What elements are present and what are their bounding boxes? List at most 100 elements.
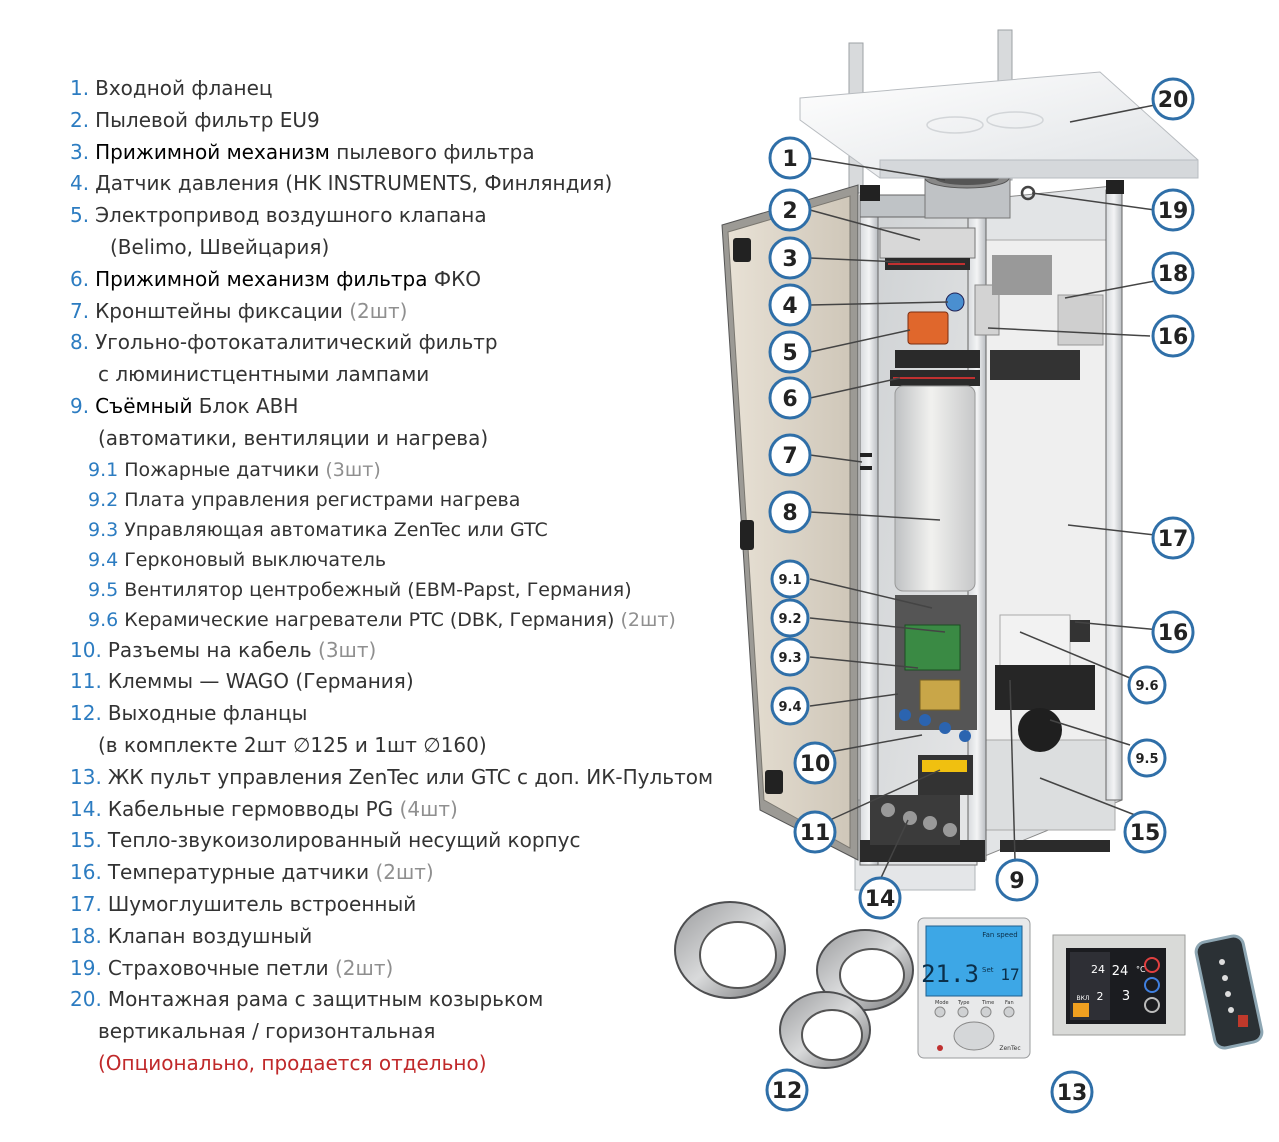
legend-text: Выходные фланцы — [107, 701, 308, 726]
callout-5: 5 — [768, 330, 812, 374]
legend-num: 9.5 — [88, 578, 119, 601]
legend-item-continuation: с люминистцентными лампами — [98, 362, 430, 387]
legend-text: Тепло-звукоизолированный несущий корпус — [107, 828, 581, 853]
legend-text: Температурные датчики — [107, 860, 376, 885]
svg-text:3: 3 — [782, 247, 797, 272]
svg-text:9: 9 — [1009, 869, 1024, 894]
legend-item: 14.Кабельные гермовводы PG (4шт) — [70, 794, 750, 826]
controller-brand: ZenTec — [999, 1045, 1020, 1052]
panel-temp2: 24 — [1112, 964, 1129, 979]
legend-num: 18. — [70, 923, 102, 948]
svg-text:17: 17 — [1158, 527, 1189, 552]
callout-1: 1 — [768, 136, 812, 180]
callout-2: 2 — [768, 188, 812, 232]
legend-text: Шумоглушитель встроенный — [107, 891, 417, 916]
legend-item: 1.Входной фланец — [70, 73, 750, 105]
legend-paren: (2шт) — [335, 955, 394, 980]
svg-text:12: 12 — [772, 1079, 803, 1104]
svg-text:9.5: 9.5 — [1135, 752, 1158, 767]
legend-text: Пылевой фильтр EU9 — [95, 107, 320, 132]
svg-text:9.2: 9.2 — [778, 612, 801, 627]
legend-paren: (4шт) — [399, 796, 458, 821]
legend-num: 5. — [70, 203, 90, 228]
legend-item: 19.Страховочные петли (2шт) — [70, 953, 750, 985]
callout-14: 14 — [858, 876, 902, 920]
legend-item: 18.Клапан воздушный — [70, 921, 750, 953]
svg-text:16: 16 — [1158, 621, 1189, 646]
callout-16-lower: 16 — [1151, 610, 1195, 654]
callout-9-2: 9.2 — [770, 598, 810, 638]
svg-text:13: 13 — [1057, 1081, 1088, 1106]
svg-text:7: 7 — [782, 444, 797, 469]
legend-text: Герконовый выключатель — [124, 548, 387, 571]
legend-text: ФКО — [427, 266, 482, 291]
legend-num: 9.6 — [88, 608, 119, 631]
legend-item: 2.Пылевой фильтр EU9 — [70, 105, 750, 137]
legend-num: 10. — [70, 637, 102, 662]
legend-text: Клеммы — WAGO (Германия) — [107, 669, 414, 694]
legend-paren: (2шт) — [349, 298, 408, 323]
legend-text: Электропривод воздушного клапана — [95, 203, 487, 228]
svg-text:1: 1 — [782, 147, 797, 172]
callout-3: 3 — [768, 236, 812, 280]
callout-15: 15 — [1123, 810, 1167, 854]
legend-text: Угольно-фотокаталитический фильтр — [95, 330, 498, 355]
legend-num: 19. — [70, 955, 102, 980]
legend-num: 2. — [70, 107, 90, 132]
legend-item: 13.ЖК пульт управления ZenTec или GTC с … — [70, 762, 750, 794]
legend-item: 17.Шумоглушитель встроенный — [70, 889, 750, 921]
legend-text: ЖК пульт управления ZenTec или GTC с доп… — [107, 764, 714, 789]
svg-text:11: 11 — [800, 821, 831, 846]
callout-6: 6 — [768, 376, 812, 420]
svg-text:14: 14 — [865, 887, 896, 912]
legend-item: 7.Кронштейны фиксации (2шт) — [70, 296, 750, 328]
ir-remote — [1194, 934, 1264, 1050]
callout-8: 8 — [768, 490, 812, 534]
callout-11: 11 — [793, 810, 837, 854]
legend-num: 9.4 — [88, 548, 119, 571]
svg-text:6: 6 — [782, 387, 797, 412]
svg-text:4: 4 — [782, 294, 797, 319]
legend-num: 9.3 — [88, 518, 119, 541]
legend-num: 8. — [70, 330, 90, 355]
legend-text: Клапан воздушный — [107, 923, 313, 948]
panel-unit: °C — [1136, 965, 1146, 974]
controller-temp-main: 21.3 — [921, 960, 979, 988]
inner-components — [870, 227, 1110, 852]
outlet-flanges — [674, 901, 914, 1069]
controller-btn-time: Time — [981, 1000, 994, 1006]
legend-item: 16.Температурные датчики (2шт) — [70, 857, 750, 889]
legend-num: 12. — [70, 701, 102, 726]
legend-num: 15. — [70, 828, 102, 853]
controller-temp-set: 17 — [1000, 965, 1019, 984]
svg-text:9.6: 9.6 — [1135, 679, 1158, 694]
svg-text:15: 15 — [1130, 821, 1161, 846]
touch-panel: 24 24 °C 2 3 ВКЛ — [1052, 934, 1186, 1036]
legend-item: 11.Клеммы — WAGO (Германия) — [70, 666, 750, 698]
legend-text: Разъемы на кабель — [107, 637, 319, 662]
legend-text: Страховочные петли — [107, 955, 335, 980]
leader-lines — [809, 104, 1161, 881]
legend-text: Кабельные гермовводы PG — [107, 796, 400, 821]
panel-val2: 3 — [1122, 989, 1130, 1004]
panel-on-label: ВКЛ — [1077, 995, 1090, 1002]
legend-num: 11. — [70, 669, 102, 694]
legend-item: 5.Электропривод воздушного клапана — [70, 200, 750, 232]
svg-text:8: 8 — [782, 501, 797, 526]
legend-item-continuation: вертикальная / горизонтальная — [98, 1019, 436, 1044]
legend-text: пылевого фильтра — [329, 139, 535, 164]
callout-12: 12 — [765, 1068, 809, 1112]
legend-num: 17. — [70, 891, 102, 916]
legend-item: 6.Прижимной механизм фильтра ФКО — [70, 264, 750, 296]
legend-text: Входной фланец — [95, 76, 273, 100]
svg-text:18: 18 — [1158, 262, 1189, 287]
callout-16-upper: 16 — [1151, 314, 1195, 358]
legend-num: 9. — [70, 393, 90, 418]
legend-text: Датчик давления (HK INSTRUMENTS, Финлянд… — [95, 171, 613, 196]
legend-num: 13. — [70, 764, 102, 789]
